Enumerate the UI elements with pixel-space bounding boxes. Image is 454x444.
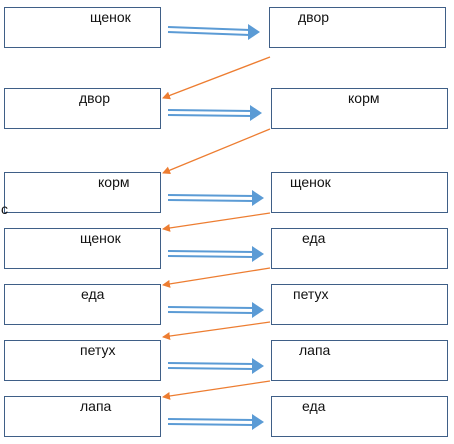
right-word-6: лапа	[299, 342, 331, 358]
double-arrow-3	[167, 190, 264, 206]
left-box-4: щенок	[4, 228, 161, 269]
left-word-2: двор	[79, 90, 111, 106]
stray-letter: с	[1, 201, 8, 217]
orange-arrow-4	[162, 267, 271, 288]
right-word-7: еда	[302, 398, 326, 414]
left-box-3: корм	[4, 172, 161, 213]
double-arrow-5	[167, 302, 264, 318]
left-box-6: петух	[4, 340, 161, 381]
double-arrow-4	[167, 246, 264, 262]
orange-arrow-5	[162, 321, 271, 340]
orange-arrow-1	[162, 56, 271, 100]
left-box-7: лапа	[4, 396, 161, 437]
double-arrow-1	[167, 24, 260, 40]
right-box-5: петух	[271, 284, 448, 325]
right-box-4: еда	[271, 228, 448, 269]
right-box-6: лапа	[271, 340, 448, 381]
orange-arrow-2	[162, 128, 271, 175]
left-box-5: еда	[4, 284, 161, 325]
right-word-5: петух	[293, 286, 329, 302]
left-word-3: корм	[98, 174, 130, 190]
right-word-3: щенок	[290, 174, 331, 190]
double-arrow-7	[167, 414, 264, 430]
left-word-5: еда	[81, 286, 105, 302]
double-arrow-2	[167, 105, 262, 121]
right-box-7: еда	[271, 396, 448, 437]
orange-arrow-3	[162, 212, 271, 232]
left-box-2: двор	[4, 88, 161, 129]
right-word-1: двор	[298, 9, 330, 25]
orange-arrow-6	[162, 380, 271, 400]
right-word-2: корм	[348, 90, 380, 106]
left-box-1: щенок	[4, 7, 161, 48]
left-word-6: петух	[80, 342, 116, 358]
right-box-1: двор	[269, 7, 446, 48]
right-box-2: корм	[271, 88, 448, 129]
right-word-4: еда	[302, 230, 326, 246]
left-word-4: щенок	[80, 230, 121, 246]
left-word-1: щенок	[90, 9, 131, 25]
right-box-3: щенок	[271, 172, 448, 213]
left-word-7: лапа	[80, 398, 112, 414]
double-arrow-6	[167, 358, 264, 374]
